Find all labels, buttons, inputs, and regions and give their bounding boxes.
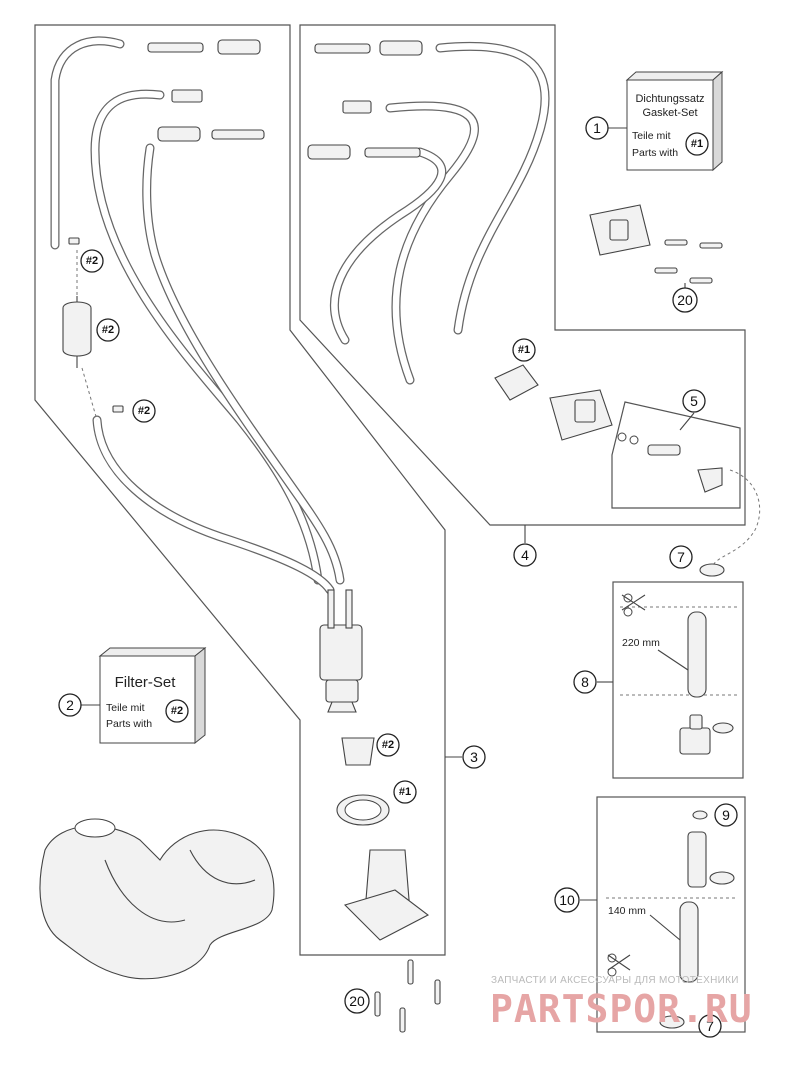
ref-1-pump-gasket: #1 <box>393 780 417 804</box>
svg-text:10: 10 <box>559 892 575 908</box>
callout-20-top: 20 <box>672 287 698 313</box>
svg-text:#2: #2 <box>138 405 150 417</box>
gasket-ring-group4 <box>494 364 539 401</box>
svg-text:2: 2 <box>66 697 74 713</box>
gasket-set-line3: Teile mit <box>632 130 671 142</box>
group-10-parts <box>606 810 738 1029</box>
svg-text:7: 7 <box>677 549 685 565</box>
ref-2-filter: #2 <box>96 318 120 342</box>
svg-text:7: 7 <box>706 1018 714 1034</box>
group-5-fitting <box>617 432 723 493</box>
svg-text:20: 20 <box>349 993 365 1009</box>
tank-screws-part20 <box>374 959 441 1033</box>
fuel-filter <box>62 237 124 421</box>
pump-gasket <box>336 794 390 826</box>
gasket-set-box: Dichtungssatz Gasket-Set Teile mit Parts… <box>625 70 724 172</box>
group-10-box <box>596 796 746 1033</box>
callout-1: 1 <box>585 116 609 140</box>
watermark-brand: PARTSPOR.RU <box>490 987 753 1031</box>
filter-set-line1: Teile mit <box>106 702 145 714</box>
svg-text:3: 3 <box>470 749 478 765</box>
hose-length-220: 220 mm <box>622 637 660 649</box>
filter-set-ref: #2 <box>171 705 183 717</box>
group-3-top-connectors <box>147 39 265 142</box>
group-3-hoses <box>50 36 345 595</box>
gasket-set-line2: Gasket-Set <box>642 107 697 119</box>
callout-7-top: 7 <box>669 545 693 569</box>
gasket-set-line1: Dichtungssatz <box>635 93 704 105</box>
svg-text:#2: #2 <box>102 324 114 336</box>
group-4-connectors <box>307 40 423 160</box>
svg-text:#2: #2 <box>86 255 98 267</box>
callout-9: 9 <box>714 803 738 827</box>
pump-cover-flange <box>549 389 613 441</box>
svg-text:5: 5 <box>690 393 698 409</box>
svg-text:9: 9 <box>722 807 730 823</box>
svg-text:#1: #1 <box>518 344 530 356</box>
hose-length-140: 140 mm <box>608 905 646 917</box>
cover-screws-part20 <box>589 204 723 284</box>
group-5-leader <box>711 469 761 569</box>
svg-text:20: 20 <box>677 292 693 308</box>
fuel-tank <box>39 818 275 980</box>
callout-20-bottom: 20 <box>344 988 370 1014</box>
callout-4: 4 <box>513 543 537 567</box>
pump-filter-sleeve <box>341 737 375 766</box>
ref-2-clip: #2 <box>132 399 156 423</box>
callout-5: 5 <box>682 389 706 413</box>
svg-text:#1: #1 <box>399 786 411 798</box>
callout-3: 3 <box>462 745 486 769</box>
gasket-set-line4: Parts with <box>632 147 678 159</box>
svg-text:4: 4 <box>521 547 529 563</box>
callout-7-bottom: 7 <box>698 1014 722 1038</box>
group-4-hoses <box>330 41 550 385</box>
filter-set-box: Filter-Set Teile mit Parts with #2 <box>98 646 207 745</box>
callout-2: 2 <box>58 693 82 717</box>
group-3-outline <box>34 24 446 956</box>
svg-text:1: 1 <box>593 120 601 136</box>
pump-flange <box>343 849 430 941</box>
filter-set-line2: Parts with <box>106 718 152 730</box>
callout-8: 8 <box>573 670 597 694</box>
group-8-parts <box>620 563 738 755</box>
fuel-pump <box>319 589 363 713</box>
svg-text:8: 8 <box>581 674 589 690</box>
group-4-outline <box>299 24 746 526</box>
group-8-box <box>612 581 744 779</box>
filter-set-title: Filter-Set <box>115 674 177 691</box>
ref-2-hose-end: #2 <box>80 249 104 273</box>
svg-text:#2: #2 <box>382 739 394 751</box>
watermark-tagline: ЗАПЧАСТИ И АКСЕССУАРЫ ДЛЯ МОТОТЕХНИКИ <box>491 975 739 986</box>
gasket-set-ref: #1 <box>691 138 703 150</box>
group-5-box <box>611 401 741 509</box>
ref-1-gasket-ring: #1 <box>512 338 536 362</box>
callout-10: 10 <box>554 887 580 913</box>
ref-2-sleeve: #2 <box>376 733 400 757</box>
